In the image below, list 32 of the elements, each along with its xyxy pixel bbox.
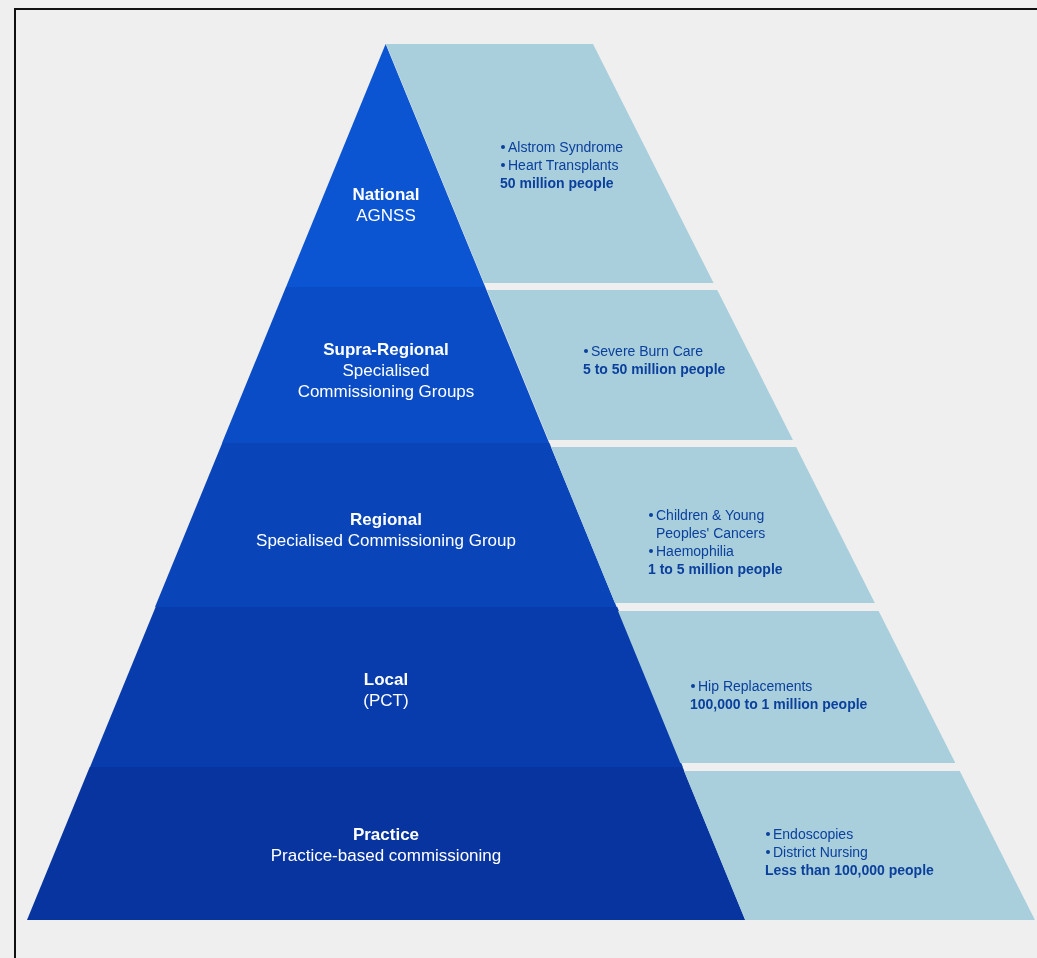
tier-heading: Practice [351, 824, 421, 845]
population-range: 5 to 50 million people [583, 360, 727, 378]
population-range: Less than 100,000 people [765, 861, 935, 879]
bullet-item: Severe Burn Care [591, 342, 705, 360]
info-panel [551, 447, 876, 603]
bullet-item: District Nursing [773, 843, 869, 861]
bullet-item: Children & Young Peoples' Cancers [656, 506, 767, 542]
tier-heading: Supra-Regional [322, 338, 450, 360]
info-panel [684, 771, 1035, 920]
tier-heading: National [351, 184, 421, 205]
bullet-item: Endoscopies [773, 825, 855, 843]
tier-heading: Regional [349, 509, 423, 530]
pyramid-tier [222, 287, 550, 443]
bullet-item: Heart Transplants [508, 156, 620, 174]
bullet-item: Hip Replacements [698, 677, 814, 695]
tier-description: (PCT) [362, 690, 410, 711]
info-panel [486, 290, 793, 440]
tier-description: Practice-based commissioning [269, 845, 503, 866]
pyramid-tier [155, 443, 617, 607]
pyramid-tier [89, 607, 683, 767]
tier-description: AGNSS [355, 205, 417, 226]
population-range: 1 to 5 million people [648, 560, 784, 578]
tier-description: Specialised Commissioning Group [255, 530, 517, 551]
tier-description: Specialised Commissioning Groups [296, 359, 476, 402]
pyramid-tier [26, 767, 746, 920]
population-range: 50 million people [500, 174, 615, 192]
pyramid-tier [286, 44, 486, 287]
population-range: 100,000 to 1 million people [690, 695, 869, 713]
info-panel [618, 611, 956, 763]
tier-heading: Local [362, 669, 410, 690]
bullet-item: Haemophilia [656, 542, 735, 560]
bullet-item: Alstrom Syndrome [508, 138, 625, 156]
